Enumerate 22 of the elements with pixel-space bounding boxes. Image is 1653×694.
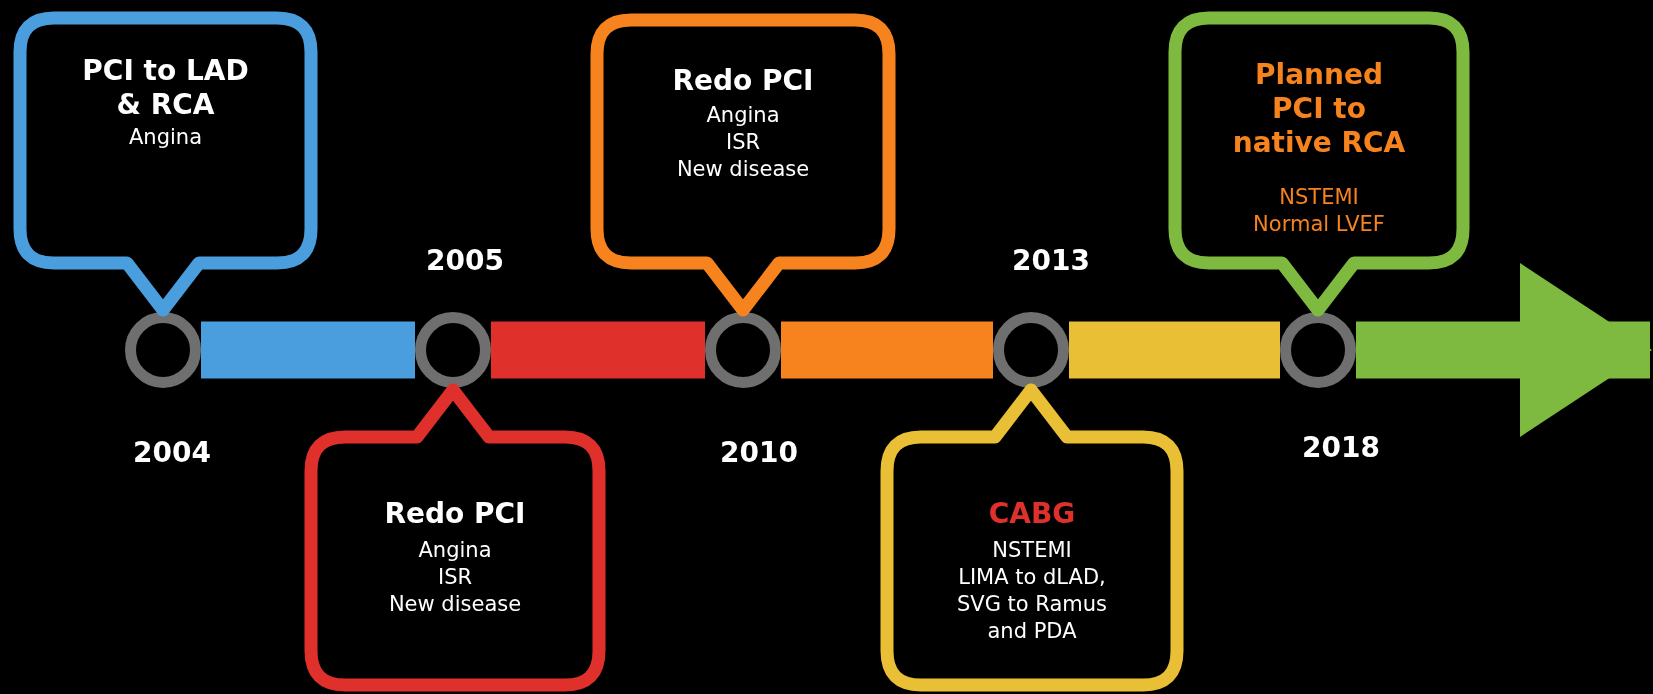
event-title: Planned PCI to native RCA	[1231, 58, 1407, 160]
event-title: Redo PCI	[672, 64, 814, 98]
event-detail: Angina	[129, 124, 202, 151]
event-detail: ISR	[725, 129, 761, 156]
year-label: 2013	[1011, 244, 1091, 278]
timeline-arrow	[1356, 263, 1652, 437]
event-detail: Angina	[418, 537, 492, 564]
event-detail: Normal LVEF	[1253, 211, 1385, 238]
year-label: 2005	[425, 244, 505, 278]
event-detail: New disease	[388, 591, 522, 618]
year-label: 2018	[1301, 431, 1381, 465]
event-title: PCI to LAD & RCA	[81, 54, 250, 122]
event-title: Redo PCI	[384, 497, 526, 531]
event-title: CABG	[988, 497, 1076, 531]
event-detail: NSTEMI	[1279, 184, 1359, 211]
year-label: 2010	[719, 436, 799, 470]
event-detail: LIMA to dLAD, SVG to Ramus and PDA	[955, 564, 1109, 645]
year-label: 2004	[132, 436, 212, 470]
event-detail: ISR	[437, 564, 473, 591]
event-detail: Angina	[706, 102, 780, 129]
event-detail: New disease	[676, 156, 810, 183]
event-detail: NSTEMI	[992, 537, 1072, 564]
